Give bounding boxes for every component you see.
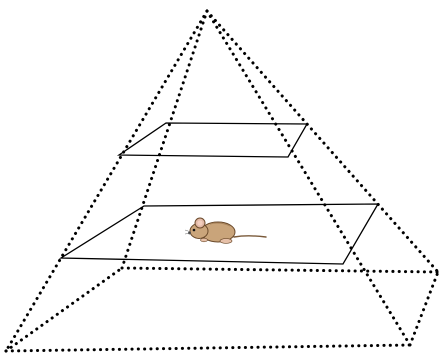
pyramid-edges [6, 11, 438, 351]
mouse-icon [185, 218, 266, 243]
pyramid-base-left [6, 268, 122, 351]
pyramid-edge-front [207, 11, 410, 345]
pyramid-base-right [410, 272, 438, 345]
pyramid-edge-left [6, 11, 207, 351]
pyramid-edge-right [207, 11, 438, 272]
pyramid-base-front [6, 345, 410, 351]
pyramid-base-back [122, 268, 438, 272]
